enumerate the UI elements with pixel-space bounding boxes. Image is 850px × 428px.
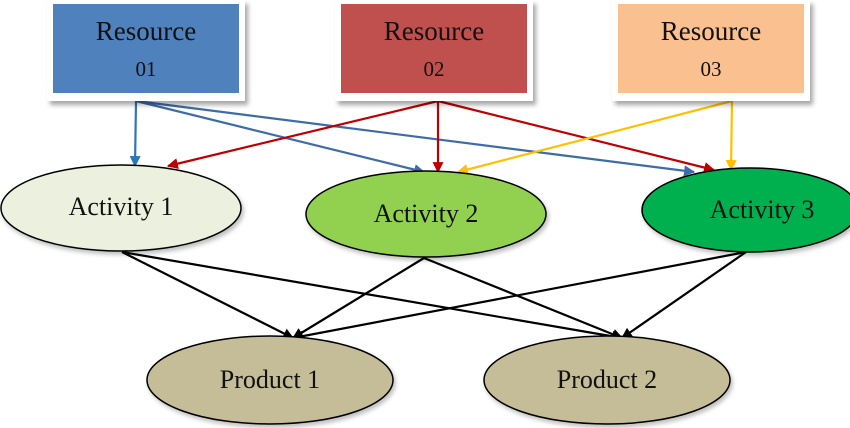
arrow-a2-to-p1 [292,257,425,339]
resource-box-01-title: Resource [96,16,196,46]
arrow-a3-to-p1 [291,250,747,342]
arrow-r1-to-a2 [135,99,426,175]
activity-node-2-ellipse [305,170,547,258]
arrow-r1-to-a3 [135,99,696,177]
edges-layer [121,99,747,342]
resource-box-03: Resource 03 [612,0,810,101]
resource-box-03-title: Resource [661,16,761,46]
resource-box-01-number: 01 [136,57,157,81]
resource-box-03-number: 03 [701,57,722,81]
activity-node-3-ellipse [641,167,850,253]
product-node-2-ellipse [483,335,731,425]
resource-box-01: Resource 01 [47,0,245,101]
product-node-1-label: Product 1 [220,365,320,394]
arrow-a2-to-p2 [423,256,624,340]
arrow-a1-to-p1 [121,251,294,339]
activity-node-2-label: Activity 2 [374,199,479,228]
product-node-2-label: Product 2 [557,365,657,394]
activity-node-1-label: Activity 1 [69,192,174,221]
activity-node-2: Activity 2 [305,170,547,258]
arrow-r2-to-a3 [437,99,716,173]
resource-box-03-fill [618,4,804,93]
arrow-r3-to-a3 [725,100,737,172]
product-node-2: Product 2 [483,335,731,425]
arrow-r1-to-a1 [129,100,141,168]
product-node-1-ellipse [146,335,394,425]
arrow-a1-to-p2 [121,250,624,342]
arrow-r3-to-a2 [456,99,733,175]
resource-box-02: Resource 02 [335,0,533,101]
activity-node-3-label: Activity 3 [710,195,815,224]
activity-node-1: Activity 1 [0,164,242,252]
arrow-r2-to-a1 [166,99,439,170]
resource-box-01-fill [53,4,239,93]
resource-box-02-number: 02 [424,57,445,81]
resource-box-02-fill [341,4,527,93]
activity-node-3: Activity 3 [641,167,850,253]
resource-box-02-title: Resource [384,16,484,46]
activity-node-1-ellipse [0,164,242,252]
arrow-a3-to-p2 [621,251,747,339]
product-node-1: Product 1 [146,335,394,425]
